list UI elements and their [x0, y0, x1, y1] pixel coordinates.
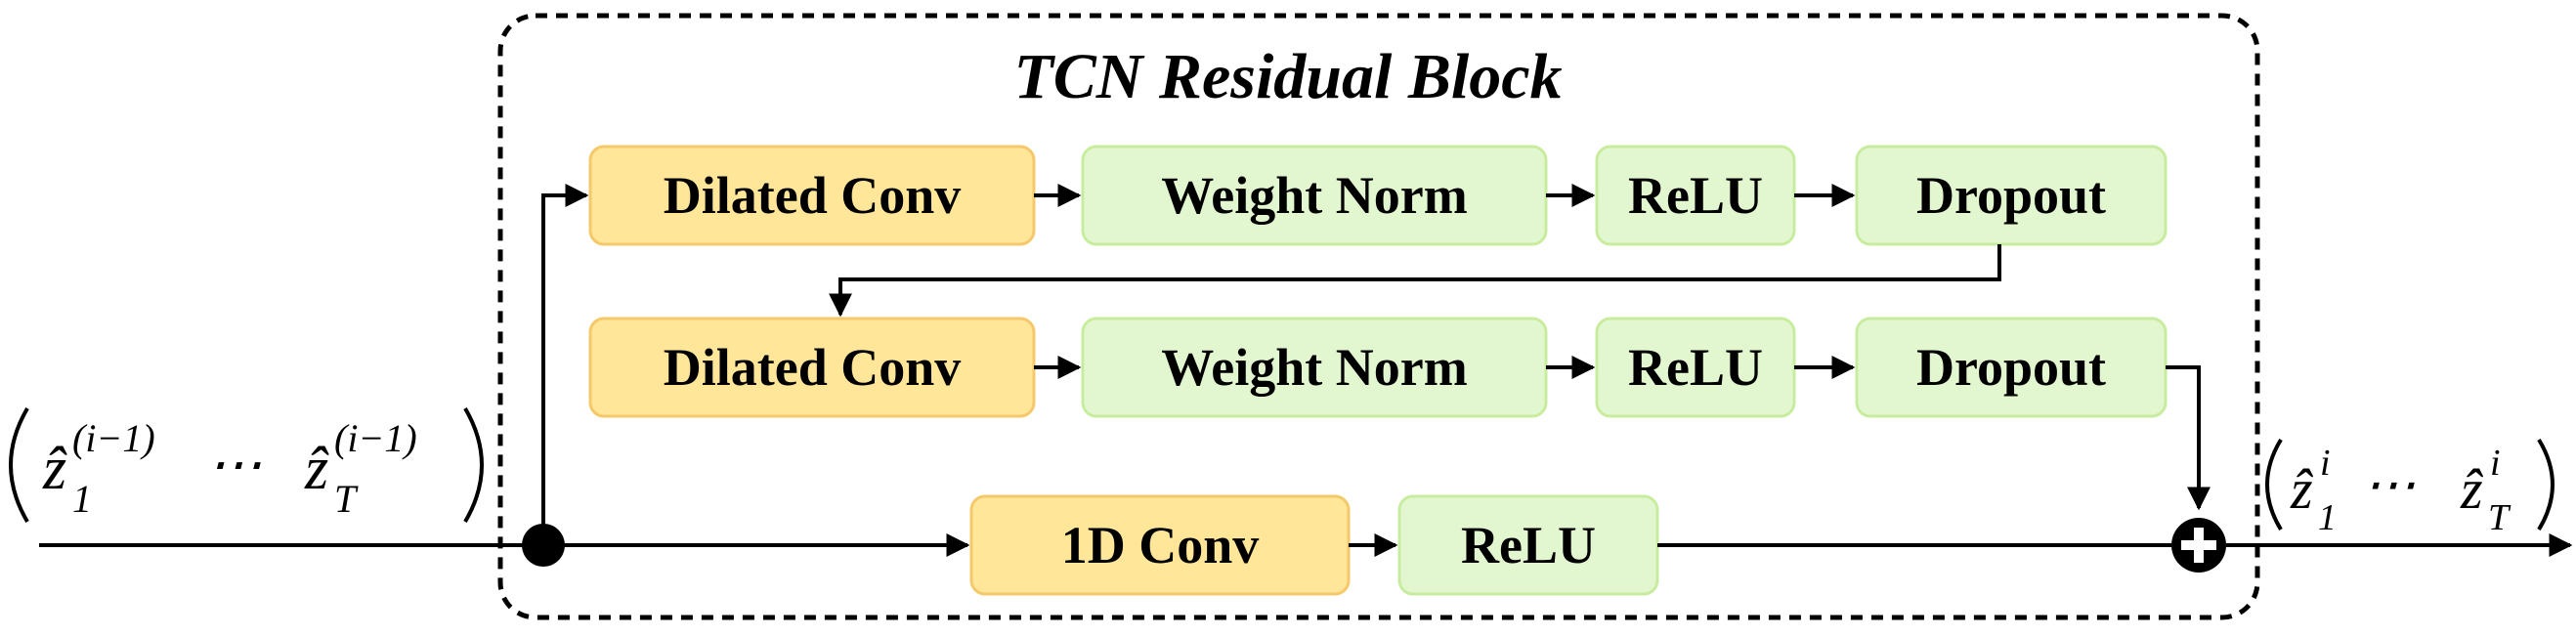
output-first-superscript: i	[2320, 443, 2331, 484]
weight-norm-2-node: Weight Norm	[1081, 317, 1548, 418]
output-first-subscript: 1	[2318, 497, 2337, 538]
dropout-1-label: Dropout	[1916, 166, 2106, 225]
relu-1-node: ReLU	[1595, 145, 1796, 246]
residual-block-boundary	[497, 13, 2260, 620]
input-last-subscript: T	[334, 477, 359, 521]
input-first-superscript: (i−1)	[72, 416, 155, 460]
output-last-symbol: ẑ	[2460, 457, 2483, 521]
dilated-conv-1-label: Dilated Conv	[664, 166, 962, 225]
edge-dropout-1-to-dilated-conv-2	[829, 244, 2001, 318]
conv-1d-label: 1D Conv	[1061, 516, 1260, 574]
output-last-superscript: i	[2490, 443, 2501, 484]
input-last-symbol: ẑ	[304, 436, 329, 502]
dropout-1-node: Dropout	[1855, 145, 2168, 246]
input-first-subscript: 1	[72, 477, 92, 521]
relu-1-label: ReLU	[1628, 166, 1763, 225]
dilated-conv-2-node: Dilated Conv	[588, 317, 1036, 418]
edge-dropout-2-to-add	[2166, 365, 2211, 511]
conv-1d-node: 1D Conv	[969, 494, 1351, 596]
weight-norm-1-label: Weight Norm	[1161, 166, 1467, 225]
relu-3-node: ReLU	[1397, 494, 1659, 596]
dropout-2-label: Dropout	[1916, 338, 2106, 397]
plus-circle-icon	[2171, 518, 2226, 573]
input-sequence-label: ẑ 1 (i−1) ⋯ ẑ T (i−1)	[9, 406, 484, 524]
dilated-conv-2-label: Dilated Conv	[664, 338, 962, 397]
output-first-symbol: ẑ	[2290, 457, 2313, 521]
weight-norm-2-label: Weight Norm	[1161, 338, 1467, 397]
input-ellipsis: ⋯	[207, 435, 262, 495]
block-title: TCN Residual Block	[1013, 41, 1562, 112]
dilated-conv-1-node: Dilated Conv	[588, 145, 1036, 246]
input-last-superscript: (i−1)	[334, 416, 417, 460]
relu-2-node: ReLU	[1595, 317, 1796, 418]
output-ellipsis: ⋯	[2363, 455, 2416, 514]
relu-2-label: ReLU	[1628, 338, 1763, 397]
relu-3-label: ReLU	[1461, 516, 1596, 574]
output-sequence-label: ẑ 1 i ⋯ ẑ T i	[2265, 438, 2555, 538]
dropout-2-node: Dropout	[1855, 317, 2168, 418]
output-last-subscript: T	[2488, 497, 2512, 538]
junction-dot-icon	[522, 524, 565, 567]
input-first-symbol: ẑ	[42, 436, 67, 502]
edge-split-to-dilated-conv-1	[541, 184, 589, 545]
weight-norm-1-node: Weight Norm	[1081, 145, 1548, 246]
